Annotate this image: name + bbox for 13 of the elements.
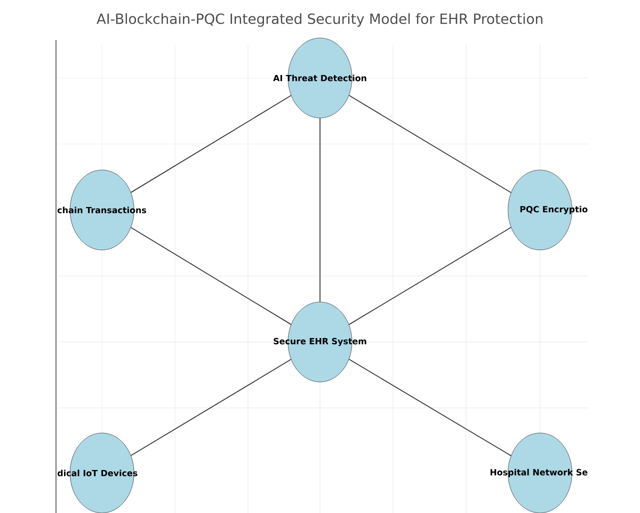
node-label: Secure EHR System [274, 338, 366, 346]
node-label: chain Transactions [58, 206, 146, 214]
node-label: dical IoT Devices [58, 470, 138, 476]
connector-line [348, 94, 512, 194]
node-label: AI Threat Detection [273, 74, 366, 82]
connector-line [130, 95, 292, 193]
connector-line [130, 358, 292, 456]
title: AI-Blockchain-PQC Integrated Security Model for EHR Protection [96, 13, 542, 27]
node-label: Hospital Network Se [490, 468, 588, 478]
connector-line [130, 227, 292, 325]
node-label: PQC Encryptio [520, 206, 588, 214]
connector-line [348, 226, 512, 326]
connector-line [348, 358, 512, 456]
